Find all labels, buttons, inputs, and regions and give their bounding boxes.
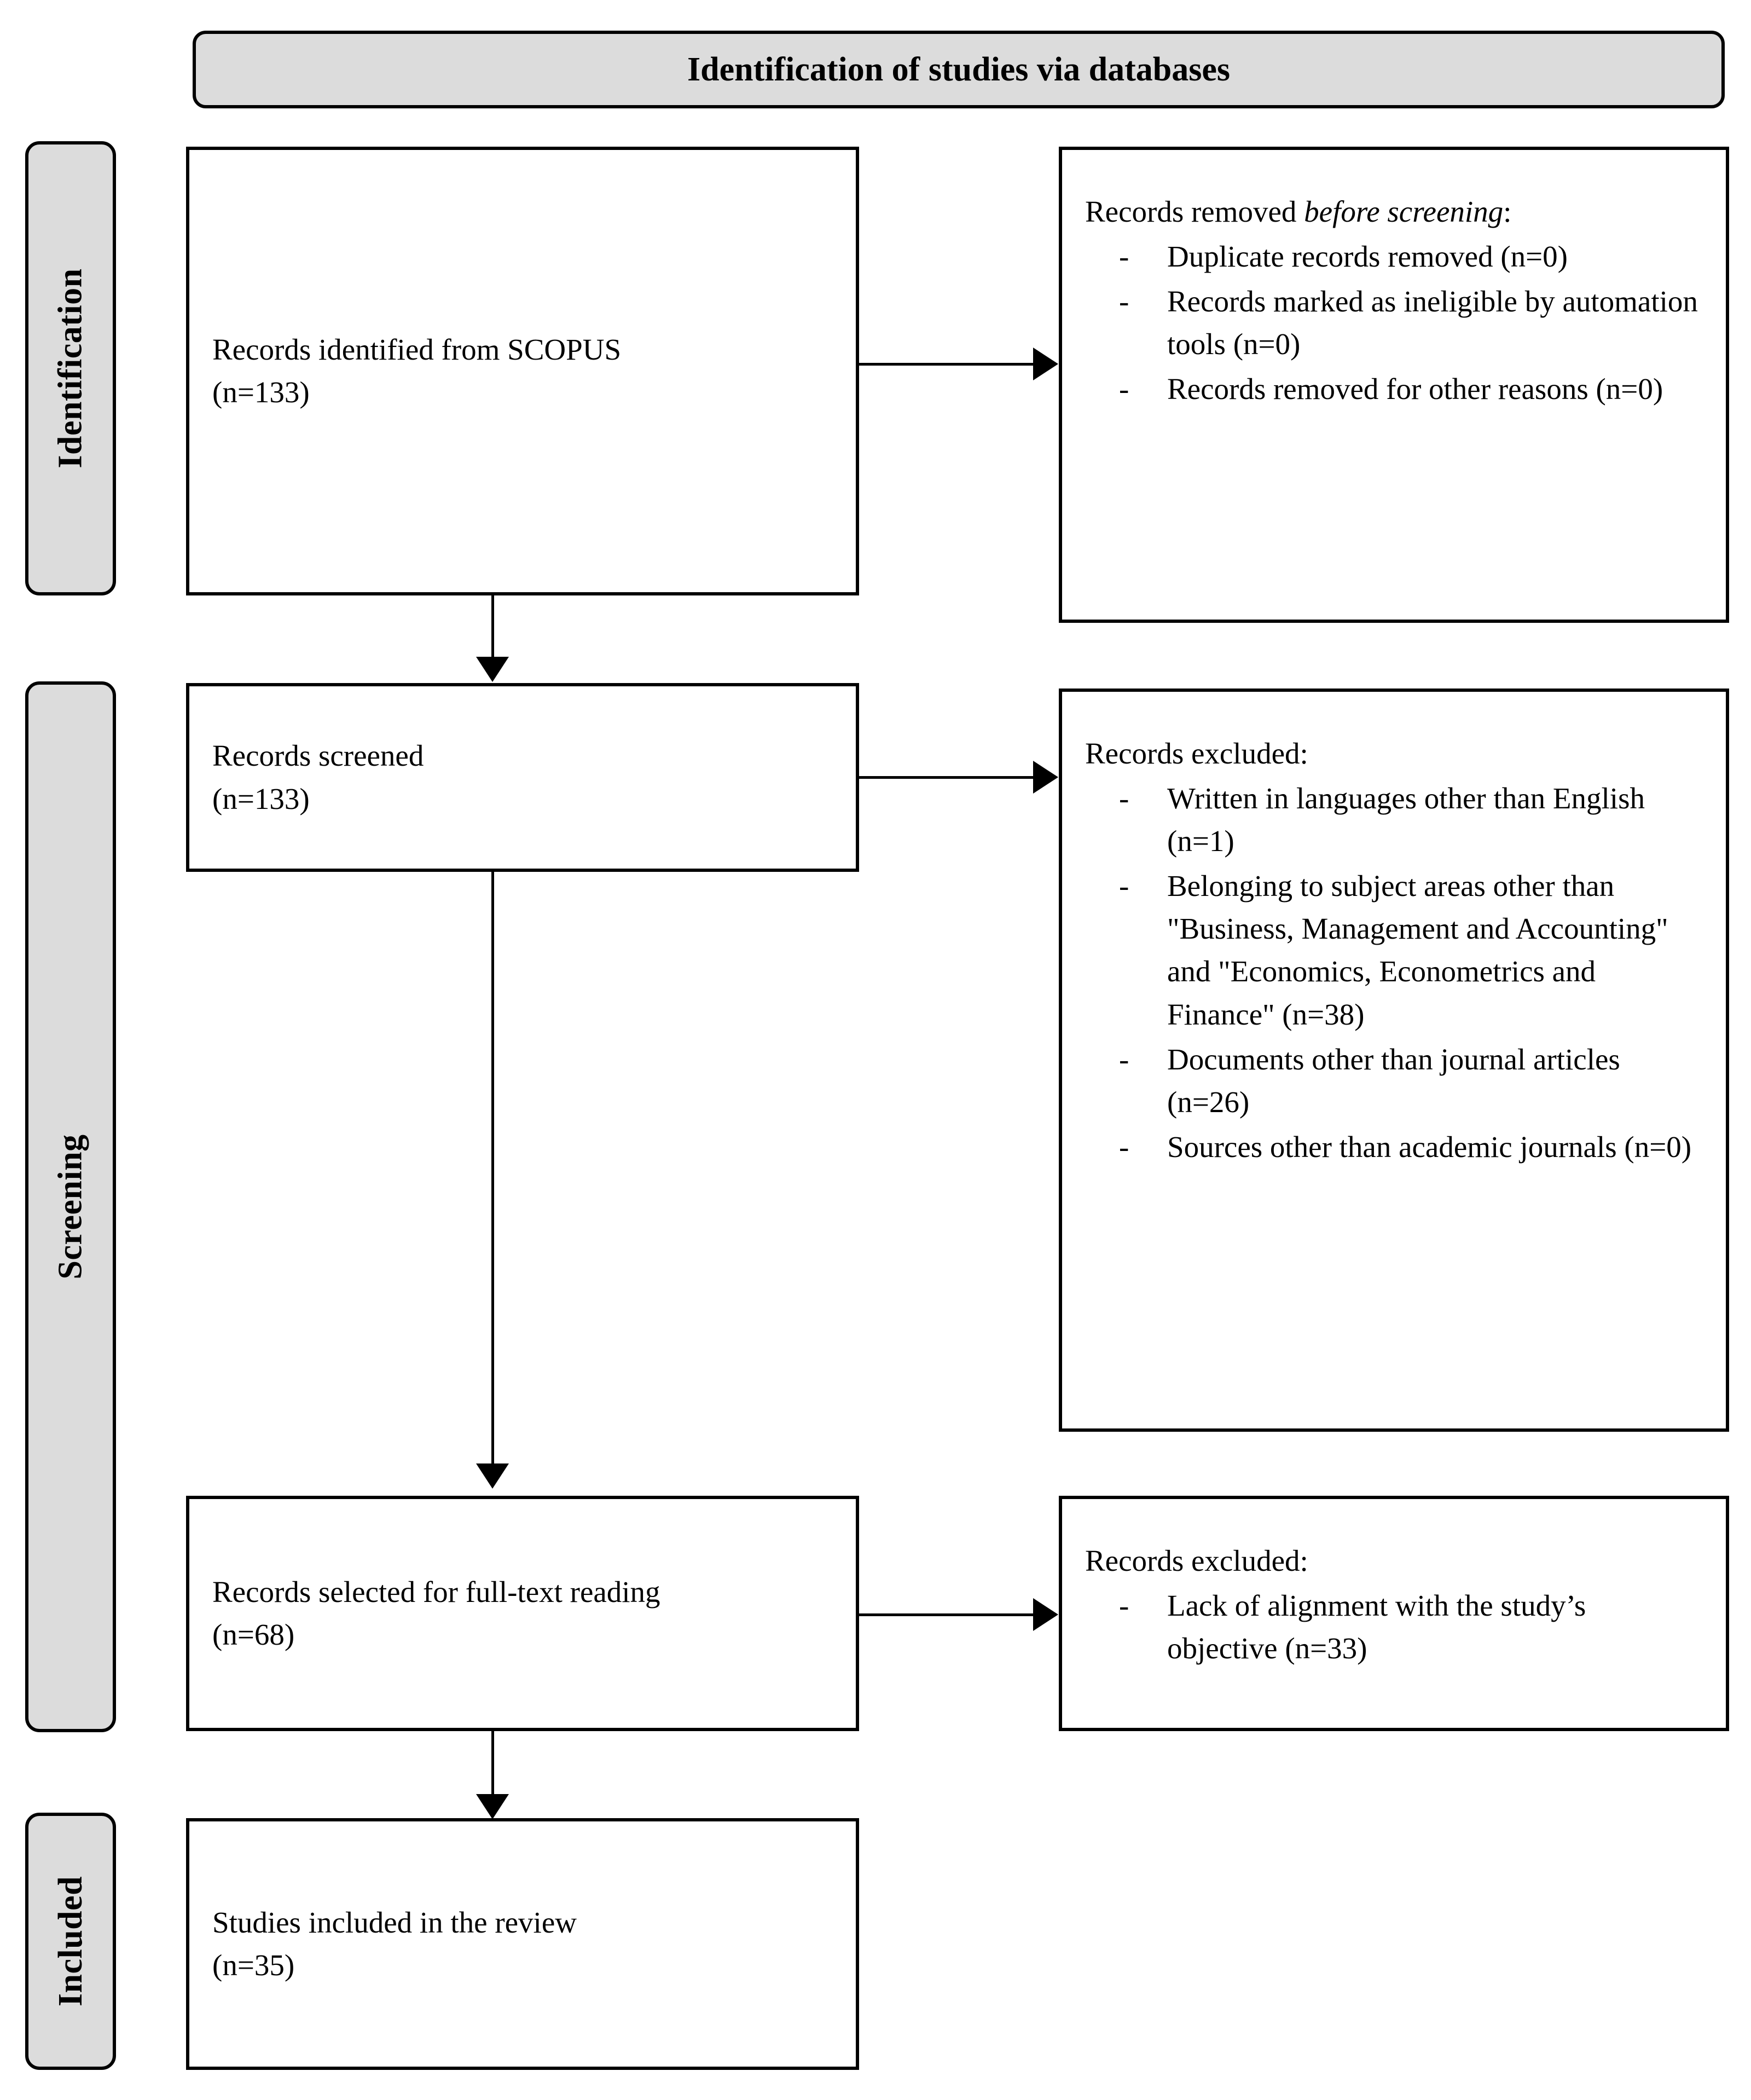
bullet-dash: - xyxy=(1119,782,1129,815)
connector-screened-to-fulltext xyxy=(491,872,494,1466)
stage-screening-text: Screening xyxy=(52,1134,89,1280)
records-fulltext-count: (n=68) xyxy=(212,1618,295,1651)
records-fulltext-line1: Records selected for full-text reading xyxy=(212,1575,660,1609)
box-records-screened-body: Records screened (n=133) xyxy=(189,734,856,820)
records-screened-count: (n=133) xyxy=(212,782,310,815)
records-removed-heading: Records removed before screening: xyxy=(1085,190,1703,233)
box-records-identified-body: Records identified from SCOPUS (n=133) xyxy=(189,328,856,414)
box-records-removed-before-screening: Records removed before screening: - Dupli… xyxy=(1059,147,1729,623)
records-excluded-screening-bullet-list: - Written in languages other than English… xyxy=(1085,777,1703,1168)
list-item: - Records removed for other reasons (n=0) xyxy=(1085,368,1703,410)
list-item: - Sources other than academic journals (n… xyxy=(1085,1126,1703,1168)
box-records-excluded-screening-body: Records excluded: - Written in languages … xyxy=(1062,692,1726,1168)
box-records-screened: Records screened (n=133) xyxy=(186,683,859,872)
box-studies-included-body: Studies included in the review (n=35) xyxy=(189,1901,856,1987)
diagram-banner: Identification of studies via databases xyxy=(193,31,1725,108)
records-removed-heading-italic: before screening xyxy=(1304,195,1504,228)
box-records-fulltext: Records selected for full-text reading (… xyxy=(186,1496,859,1731)
bullet-dash: - xyxy=(1119,240,1129,274)
stage-label-screening: Screening xyxy=(25,681,116,1732)
box-records-excluded-fulltext: Records excluded: - Lack of alignment wit… xyxy=(1059,1496,1729,1731)
bullet-text: Belonging to subject areas other than "B… xyxy=(1167,869,1668,1031)
records-excluded-fulltext-heading: Records excluded: xyxy=(1085,1544,1308,1577)
bullet-dash: - xyxy=(1119,1130,1129,1164)
box-records-identified: Records identified from SCOPUS (n=133) xyxy=(186,147,859,595)
bullet-text: Lack of alignment with the study’s objec… xyxy=(1167,1589,1586,1665)
arrowhead-identified-to-removed xyxy=(1033,348,1058,380)
connector-fulltext-to-included xyxy=(491,1731,494,1797)
list-item: - Records marked as ineligible by automat… xyxy=(1085,280,1703,366)
bullet-dash: - xyxy=(1119,285,1129,319)
stage-included-text: Included xyxy=(52,1876,90,2007)
stage-identification-text: Identification xyxy=(52,268,90,468)
box-records-excluded-fulltext-body: Records excluded: - Lack of alignment wit… xyxy=(1062,1499,1726,1670)
bullet-text: Records marked as ineligible by automati… xyxy=(1167,285,1698,361)
arrowhead-fulltext-to-excluded xyxy=(1033,1598,1058,1631)
list-item: - Lack of alignment with the study’s obje… xyxy=(1085,1584,1703,1670)
records-removed-heading-prefix: Records removed xyxy=(1085,195,1304,228)
box-records-fulltext-body: Records selected for full-text reading (… xyxy=(189,1571,856,1656)
bullet-dash: - xyxy=(1119,869,1129,903)
bullet-text: Duplicate records removed (n=0) xyxy=(1167,240,1568,274)
connector-identified-to-removed xyxy=(858,363,1034,366)
connector-screened-to-excluded xyxy=(858,776,1034,779)
connector-fulltext-to-excluded xyxy=(858,1613,1034,1616)
bullet-text: Written in languages other than English … xyxy=(1167,782,1645,858)
arrowhead-screened-to-fulltext xyxy=(476,1463,509,1489)
box-studies-included: Studies included in the review (n=35) xyxy=(186,1818,859,2070)
stage-label-identification: Identification xyxy=(25,141,116,595)
studies-included-count: (n=35) xyxy=(212,1948,295,1982)
stage-label-included: Included xyxy=(25,1813,116,2070)
list-item: - Belonging to subject areas other than "… xyxy=(1085,865,1703,1035)
box-records-removed-body: Records removed before screening: - Dupli… xyxy=(1062,150,1726,410)
records-excluded-fulltext-bullet-list: - Lack of alignment with the study’s obje… xyxy=(1085,1584,1703,1670)
records-excluded-screening-heading: Records excluded: xyxy=(1085,737,1308,770)
list-item: - Duplicate records removed (n=0) xyxy=(1085,235,1703,278)
list-item: - Documents other than journal articles (… xyxy=(1085,1038,1703,1124)
bullet-text: Sources other than academic journals (n=… xyxy=(1167,1130,1692,1164)
arrowhead-screened-to-excluded xyxy=(1033,761,1058,794)
bullet-dash: - xyxy=(1119,1589,1129,1623)
bullet-text: Documents other than journal articles (n… xyxy=(1167,1042,1620,1119)
records-identified-line1: Records identified from SCOPUS xyxy=(212,332,622,366)
bullet-text: Records removed for other reasons (n=0) xyxy=(1167,372,1663,406)
studies-included-line1: Studies included in the review xyxy=(212,1905,577,1939)
box-records-excluded-screening: Records excluded: - Written in languages … xyxy=(1059,689,1729,1432)
list-item: - Written in languages other than English… xyxy=(1085,777,1703,863)
records-screened-line1: Records screened xyxy=(212,739,424,773)
records-identified-count: (n=133) xyxy=(212,375,310,409)
arrowhead-identified-to-screened xyxy=(476,657,509,682)
records-removed-bullet-list: - Duplicate records removed (n=0) - Record… xyxy=(1085,235,1703,410)
banner-title: Identification of studies via databases xyxy=(687,51,1231,88)
connector-identified-to-screened xyxy=(491,595,494,659)
records-removed-heading-suffix: : xyxy=(1503,195,1512,228)
arrowhead-fulltext-to-included xyxy=(476,1794,509,1819)
bullet-dash: - xyxy=(1119,372,1129,406)
bullet-dash: - xyxy=(1119,1042,1129,1076)
